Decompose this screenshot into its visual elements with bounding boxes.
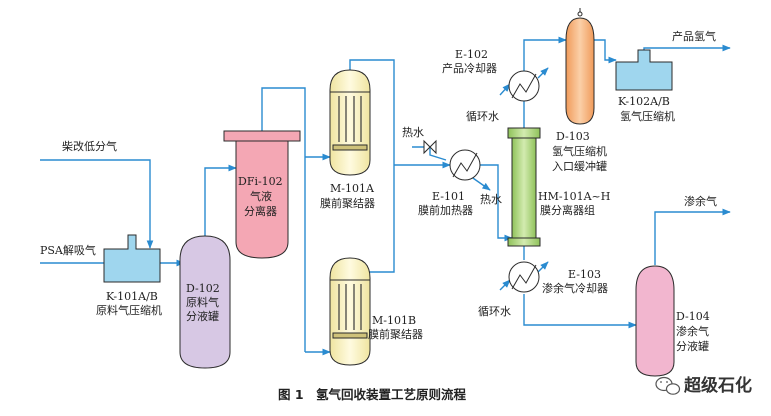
figure-caption: 图 1 氢气回收装置工艺原则流程: [278, 387, 467, 402]
psa-gas-label: PSA解吸气: [40, 243, 96, 257]
k101-compressor: [103, 234, 161, 283]
d102-to-dfi102-line: [204, 164, 237, 236]
feed-gas-line: [40, 159, 154, 249]
product-hydrogen-label: 产品氢气: [672, 29, 716, 43]
feed-gas-label: 柴改低分气: [62, 139, 117, 153]
d104-tag: D-104: [676, 310, 710, 323]
dfi102-separator: [223, 130, 301, 259]
e102-tag: E-102: [455, 48, 488, 61]
wechat-icon: [655, 376, 681, 395]
hot-water-out-label: 热水: [480, 193, 502, 206]
e103-tag: E-103: [568, 268, 601, 281]
e102-cooler: [508, 70, 540, 102]
steam-line: [412, 146, 447, 161]
d103-tag: D-103: [556, 130, 590, 143]
labels: 柴改低分气 PSA解吸气 K-101A/B 原料气压缩机 D-102 原料气 分…: [40, 29, 717, 402]
m101b-tag: M-101B: [372, 314, 416, 327]
d102-line1: D-102: [186, 282, 220, 295]
k102-name: 氢气压缩机: [620, 109, 675, 123]
product-hydrogen-line: [643, 44, 731, 55]
hm101-membrane: [507, 127, 541, 247]
d102-line2: 原料气: [186, 295, 219, 309]
watermark: 超级石化: [655, 375, 752, 396]
k101-name: 原料气压缩机: [96, 303, 162, 317]
e103-cooler: [508, 261, 540, 293]
steam-label: 热水: [402, 126, 424, 139]
hm101-tag: HM-101A~H: [538, 190, 610, 203]
e103-to-d104-line: [523, 294, 637, 329]
d103-line2: 氢气压缩机: [552, 144, 607, 158]
k101-tag: K-101A/B: [106, 290, 158, 303]
steam-valve: [423, 139, 437, 155]
e101-to-membrane-line: [480, 164, 513, 242]
dfi102-to-coalescers-line: [261, 87, 306, 352]
watermark-text: 超级石化: [684, 375, 752, 396]
m101a-coalescer: [329, 69, 371, 176]
e101-tag: E-101: [432, 190, 465, 203]
d102-vessel: [179, 235, 231, 369]
d104-line2: 渗余气: [676, 324, 709, 338]
k102-compressor: [615, 49, 673, 91]
d103-buffer-vessel: [565, 8, 595, 125]
cooling-water-2-label: 循环水: [478, 305, 511, 318]
cw2-out-line: [537, 261, 549, 273]
k102-tag: K-102A/B: [618, 95, 670, 108]
hot-water-return-line: [469, 175, 491, 191]
e101-heater: [449, 149, 481, 181]
d104-line3: 分液罐: [676, 339, 709, 353]
hm101-name: 膜分离器组: [540, 203, 595, 217]
cw1-out-line: [537, 67, 549, 79]
e101-name: 膜前加热器: [418, 203, 473, 217]
dfi102-line2: 气液: [250, 189, 272, 203]
pipework: [40, 36, 731, 356]
d103-line3: 入口缓冲罐: [552, 159, 607, 173]
cooling-water-1-label: 循环水: [466, 110, 499, 123]
d104-vessel: [635, 265, 675, 377]
dfi102-line1: DFi-102: [238, 175, 283, 188]
e102-to-d103-line: [523, 36, 567, 72]
residue-gas-line: [654, 208, 731, 265]
m101a-tag: M-101A: [330, 182, 375, 195]
m101b-coalescer: [329, 257, 371, 366]
cw1-in-line: [499, 83, 511, 96]
e102-name: 产品冷却器: [442, 61, 497, 75]
dfi102-line3: 分离器: [244, 204, 277, 218]
d102-line3: 分液罐: [186, 309, 219, 323]
e103-name: 渗余气冷却器: [542, 281, 608, 295]
residue-gas-label: 渗余气: [684, 194, 717, 208]
cw2-in-line: [499, 279, 511, 291]
m101b-name: 膜前聚结器: [368, 327, 423, 341]
m101a-name: 膜前聚结器: [320, 196, 375, 210]
